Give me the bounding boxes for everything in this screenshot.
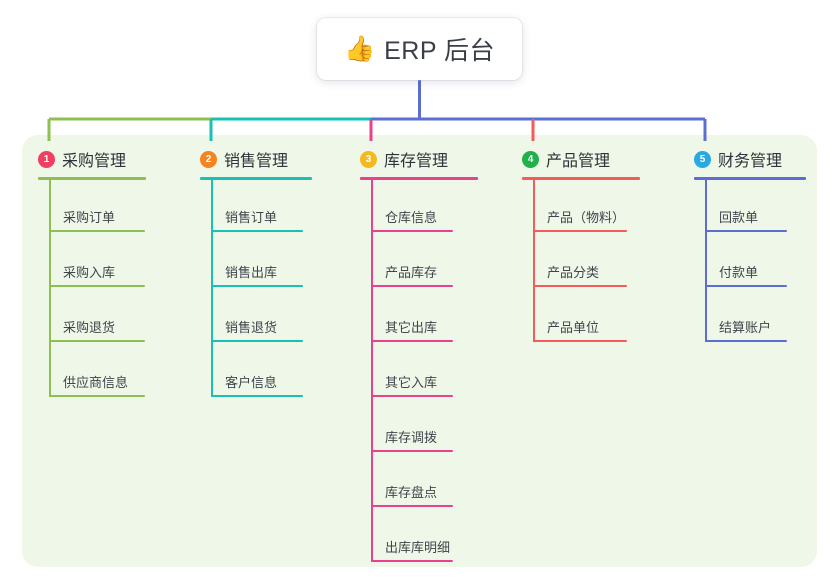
branch-item-label: 结算账户 xyxy=(719,320,772,335)
branch-header-4[interactable]: 4 产品管理 xyxy=(522,147,640,171)
branch-item-underline xyxy=(371,450,453,452)
branch-spine xyxy=(49,180,51,397)
branch-header-5[interactable]: 5 财务管理 xyxy=(694,147,806,171)
branch-item-underline xyxy=(211,285,303,287)
branch-item-label: 产品（物料） xyxy=(547,210,626,225)
branch-column-5: 5 财务管理回款单付款单结算账户 xyxy=(694,147,806,342)
branch-column-1: 1 采购管理采购订单采购入库采购退货供应商信息 xyxy=(38,147,146,397)
branch-item-underline xyxy=(533,230,627,232)
branch-item[interactable]: 回款单 xyxy=(705,202,787,232)
branch-item[interactable]: 结算账户 xyxy=(705,312,787,342)
branch-item-label: 产品单位 xyxy=(547,320,600,335)
branch-item-label: 客户信息 xyxy=(225,375,278,390)
branch-item-underline xyxy=(705,230,787,232)
branch-item-underline xyxy=(371,505,453,507)
branch-item[interactable]: 客户信息 xyxy=(211,367,303,397)
branch-item-underline xyxy=(49,230,145,232)
branch-number-badge: 4 xyxy=(522,150,539,168)
branch-header-label: 财务管理 xyxy=(718,153,783,170)
branch-item[interactable]: 产品单位 xyxy=(533,312,627,342)
branch-item-underline xyxy=(211,340,303,342)
branch-item-underline xyxy=(705,285,787,287)
branch-item-label: 库存调拨 xyxy=(385,430,438,445)
branch-item-label: 供应商信息 xyxy=(63,375,129,390)
branch-header-underline xyxy=(694,177,806,180)
branch-column-4: 4 产品管理产品（物料） 产品分类产品单位 xyxy=(522,147,640,342)
branch-number-badge: 3 xyxy=(360,150,377,168)
branch-header-underline xyxy=(522,177,640,180)
branch-header-label: 库存管理 xyxy=(384,153,449,170)
branch-item[interactable]: 采购订单 xyxy=(49,202,145,232)
branch-item-underline xyxy=(211,230,303,232)
branch-item[interactable]: 库存盘点 xyxy=(371,477,453,507)
branch-item-label: 采购退货 xyxy=(63,320,116,335)
branch-spine xyxy=(705,180,707,342)
branch-spine xyxy=(371,180,373,562)
branch-number-badge: 5 xyxy=(694,150,711,168)
branch-item-label: 其它入库 xyxy=(385,375,438,390)
branch-item-underline xyxy=(49,340,145,342)
branch-item-label: 采购订单 xyxy=(63,210,116,225)
branch-item-label: 销售订单 xyxy=(225,210,278,225)
branch-item-underline xyxy=(371,395,453,397)
branch-item[interactable]: 其它出库 xyxy=(371,312,453,342)
branch-item[interactable]: 库存调拨 xyxy=(371,422,453,452)
root-node[interactable]: 👍 ERP 后台 xyxy=(317,18,522,80)
root-node-label: ERP 后台 xyxy=(384,37,496,65)
branch-item[interactable]: 销售订单 xyxy=(211,202,303,232)
branch-item-underline xyxy=(371,560,453,562)
branch-header-underline xyxy=(360,177,478,180)
branch-item-label: 销售出库 xyxy=(225,265,278,280)
branch-column-2: 2 销售管理销售订单销售出库销售退货客户信息 xyxy=(200,147,312,397)
branch-item-label: 产品分类 xyxy=(547,265,600,280)
thumbs-up-icon: 👍 xyxy=(343,34,376,63)
branch-item-underline xyxy=(371,340,453,342)
branch-item[interactable]: 产品（物料） xyxy=(533,202,627,232)
branch-spine xyxy=(533,180,535,342)
branch-header-label: 产品管理 xyxy=(546,153,611,170)
branch-item-underline xyxy=(533,285,627,287)
branch-item[interactable]: 其它入库 xyxy=(371,367,453,397)
branch-item[interactable]: 产品分类 xyxy=(533,257,627,287)
branch-item[interactable]: 出库库明细 xyxy=(371,532,453,562)
branch-item-underline xyxy=(533,340,627,342)
branch-item[interactable]: 采购入库 xyxy=(49,257,145,287)
branch-item[interactable]: 采购退货 xyxy=(49,312,145,342)
branch-item-label: 出库库明细 xyxy=(385,540,451,555)
branch-item-underline xyxy=(371,230,453,232)
branch-item-label: 回款单 xyxy=(719,210,759,225)
branch-item-underline xyxy=(705,340,787,342)
branch-header-3[interactable]: 3 库存管理 xyxy=(360,147,478,171)
branch-item-label: 采购入库 xyxy=(63,265,116,280)
branch-item-underline xyxy=(371,285,453,287)
branch-item-label: 产品库存 xyxy=(385,265,438,280)
branch-spine xyxy=(211,180,213,397)
branch-item[interactable]: 产品库存 xyxy=(371,257,453,287)
branch-header-2[interactable]: 2 销售管理 xyxy=(200,147,312,171)
branch-item-label: 库存盘点 xyxy=(385,485,438,500)
branch-header-1[interactable]: 1 采购管理 xyxy=(38,147,146,171)
branch-header-label: 采购管理 xyxy=(62,153,127,170)
branch-item-label: 其它出库 xyxy=(385,320,438,335)
diagram-panel xyxy=(22,135,817,567)
branch-header-underline xyxy=(38,177,146,180)
branch-item-label: 销售退货 xyxy=(225,320,278,335)
branch-item[interactable]: 付款单 xyxy=(705,257,787,287)
branch-item[interactable]: 销售出库 xyxy=(211,257,303,287)
branch-item[interactable]: 销售退货 xyxy=(211,312,303,342)
branch-item-label: 付款单 xyxy=(719,265,759,280)
branch-number-badge: 1 xyxy=(38,150,55,168)
branch-item-underline xyxy=(49,285,145,287)
branch-number-badge: 2 xyxy=(200,150,217,168)
branch-item[interactable]: 仓库信息 xyxy=(371,202,453,232)
branch-item-underline xyxy=(211,395,303,397)
branch-column-3: 3 库存管理仓库信息产品库存其它出库其它入库库存调拨库存盘点出库库明细 xyxy=(360,147,478,562)
branch-header-underline xyxy=(200,177,312,180)
branch-header-label: 销售管理 xyxy=(224,153,289,170)
branch-item-underline xyxy=(49,395,145,397)
branch-item[interactable]: 供应商信息 xyxy=(49,367,145,397)
branch-item-label: 仓库信息 xyxy=(385,210,438,225)
